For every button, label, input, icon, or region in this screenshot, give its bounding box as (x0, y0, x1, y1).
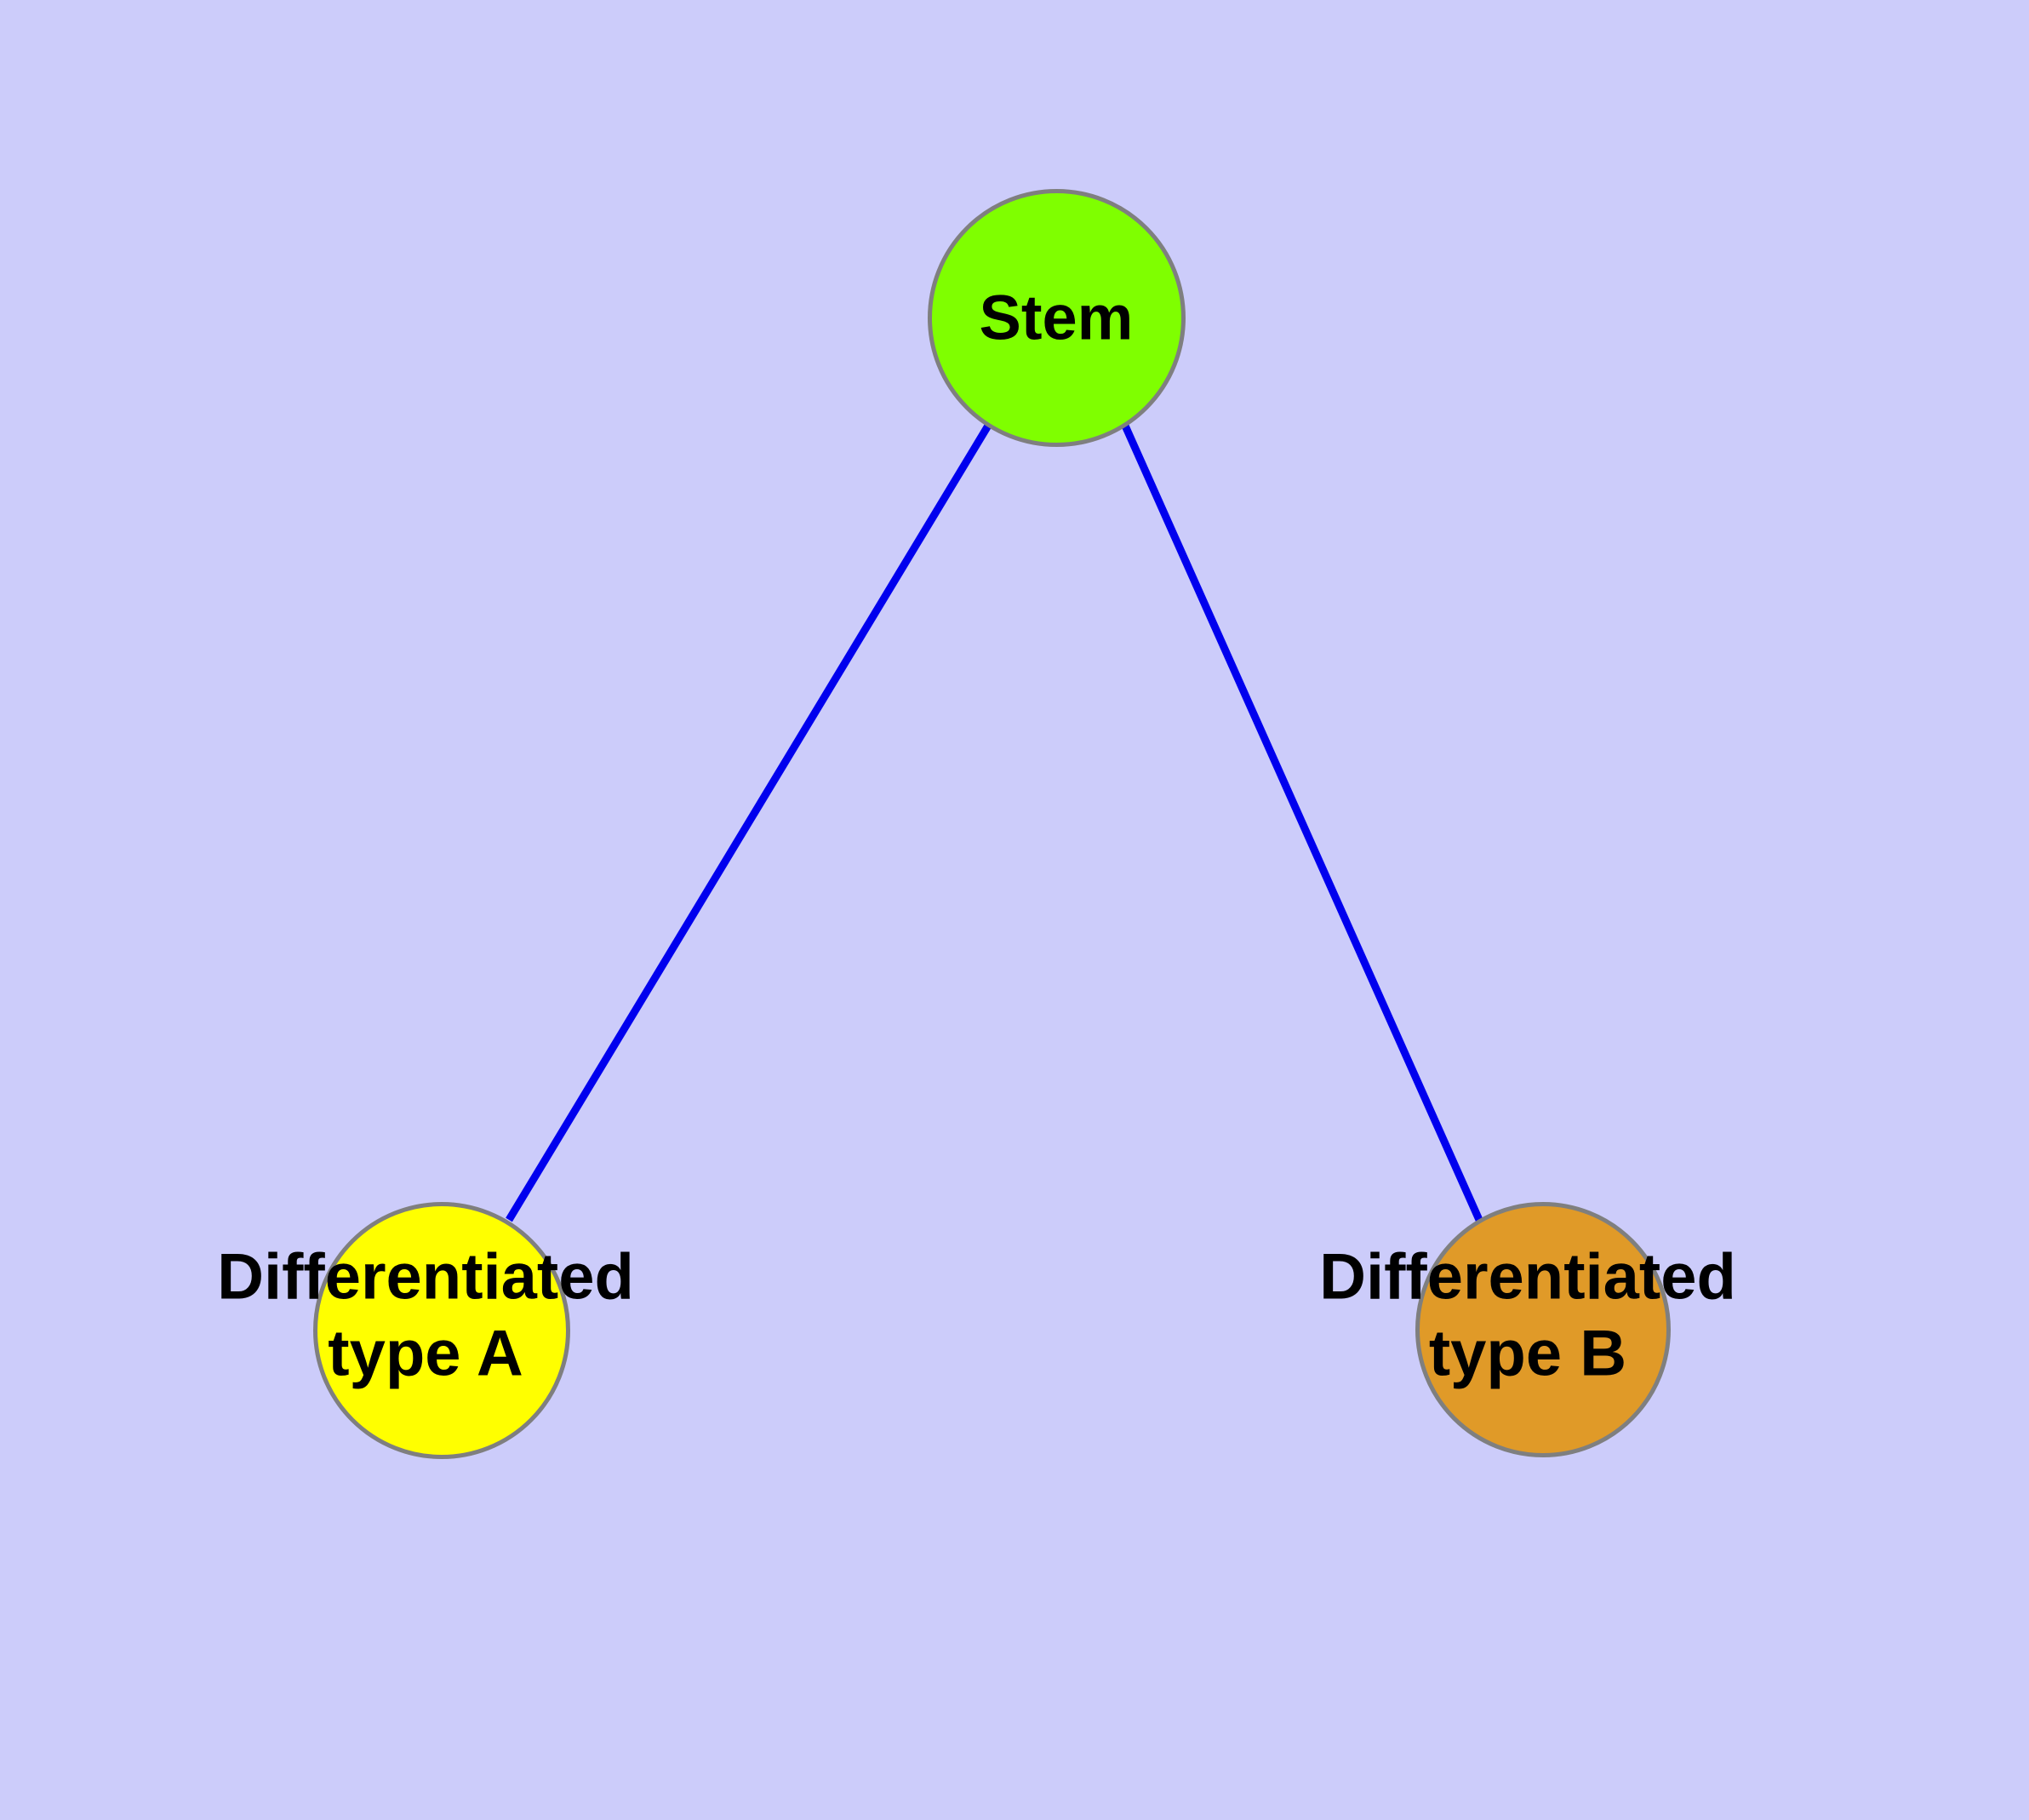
node-differentiated-type-b[interactable] (1415, 1202, 1671, 1457)
node-differentiated-type-a[interactable] (313, 1202, 570, 1459)
edge-stem-to-type-b[interactable] (1121, 424, 1483, 1222)
edge-stem-to-type-a[interactable] (506, 423, 992, 1222)
node-stem[interactable] (928, 189, 1186, 447)
